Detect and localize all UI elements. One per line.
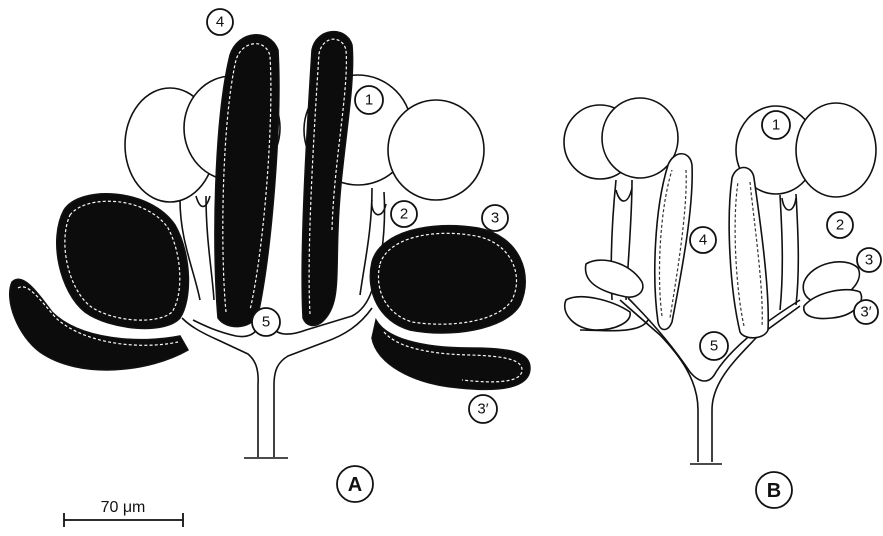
label-b-1-text: 1 <box>772 117 780 134</box>
label-a-2-text: 2 <box>400 206 408 223</box>
panel-b-small-pouch-left-lower <box>565 297 630 330</box>
scale-bar-label: 70 μm <box>101 499 146 516</box>
label-b-2: 2 <box>827 212 853 238</box>
panel-a-pouch-upper-left <box>57 194 189 329</box>
panel-a-pouch-3 <box>370 226 525 333</box>
panel-label-b-text: B <box>767 480 781 502</box>
label-b-1: 1 <box>762 111 790 139</box>
panel-b-round-body-left-front <box>602 98 678 178</box>
label-a-1-text: 1 <box>365 92 373 109</box>
label-a-4: 4 <box>207 9 233 35</box>
label-a-5-text: 5 <box>262 314 270 331</box>
label-a-3: 3 <box>482 205 508 231</box>
label-b-3-text: 3 <box>865 252 873 269</box>
label-a-4-text: 4 <box>216 14 224 31</box>
label-a-3-prime: 3′ <box>469 395 497 423</box>
panel-b-small-pouch-left-upper <box>586 260 643 297</box>
label-a-5: 5 <box>252 308 280 336</box>
panel-a-stalk <box>180 188 386 458</box>
panel-b-diagram <box>564 98 876 464</box>
panel-a-finger-left <box>215 35 279 327</box>
scale-bar: 70 μm <box>64 499 183 527</box>
panel-b-round-body-right-front <box>796 103 876 197</box>
label-a-3-prime-text: 3′ <box>477 401 488 418</box>
label-a-1: 1 <box>355 86 383 114</box>
panel-label-a-text: A <box>348 474 362 496</box>
panel-a-round-body-right-front <box>388 100 484 200</box>
label-b-5: 5 <box>700 332 728 360</box>
label-b-4-text: 4 <box>699 232 707 249</box>
label-b-3-prime-text: 3′ <box>860 304 871 321</box>
label-b-4: 4 <box>690 227 716 253</box>
label-b-3-prime: 3′ <box>854 300 878 324</box>
label-b-3: 3 <box>857 248 881 272</box>
label-a-2: 2 <box>391 201 417 227</box>
panel-a-diagram <box>10 32 530 458</box>
label-b-2-text: 2 <box>836 217 844 234</box>
panel-label-b: B <box>756 472 792 508</box>
panel-label-a: A <box>337 466 373 502</box>
label-b-5-text: 5 <box>710 338 718 355</box>
label-a-3-text: 3 <box>491 210 499 227</box>
